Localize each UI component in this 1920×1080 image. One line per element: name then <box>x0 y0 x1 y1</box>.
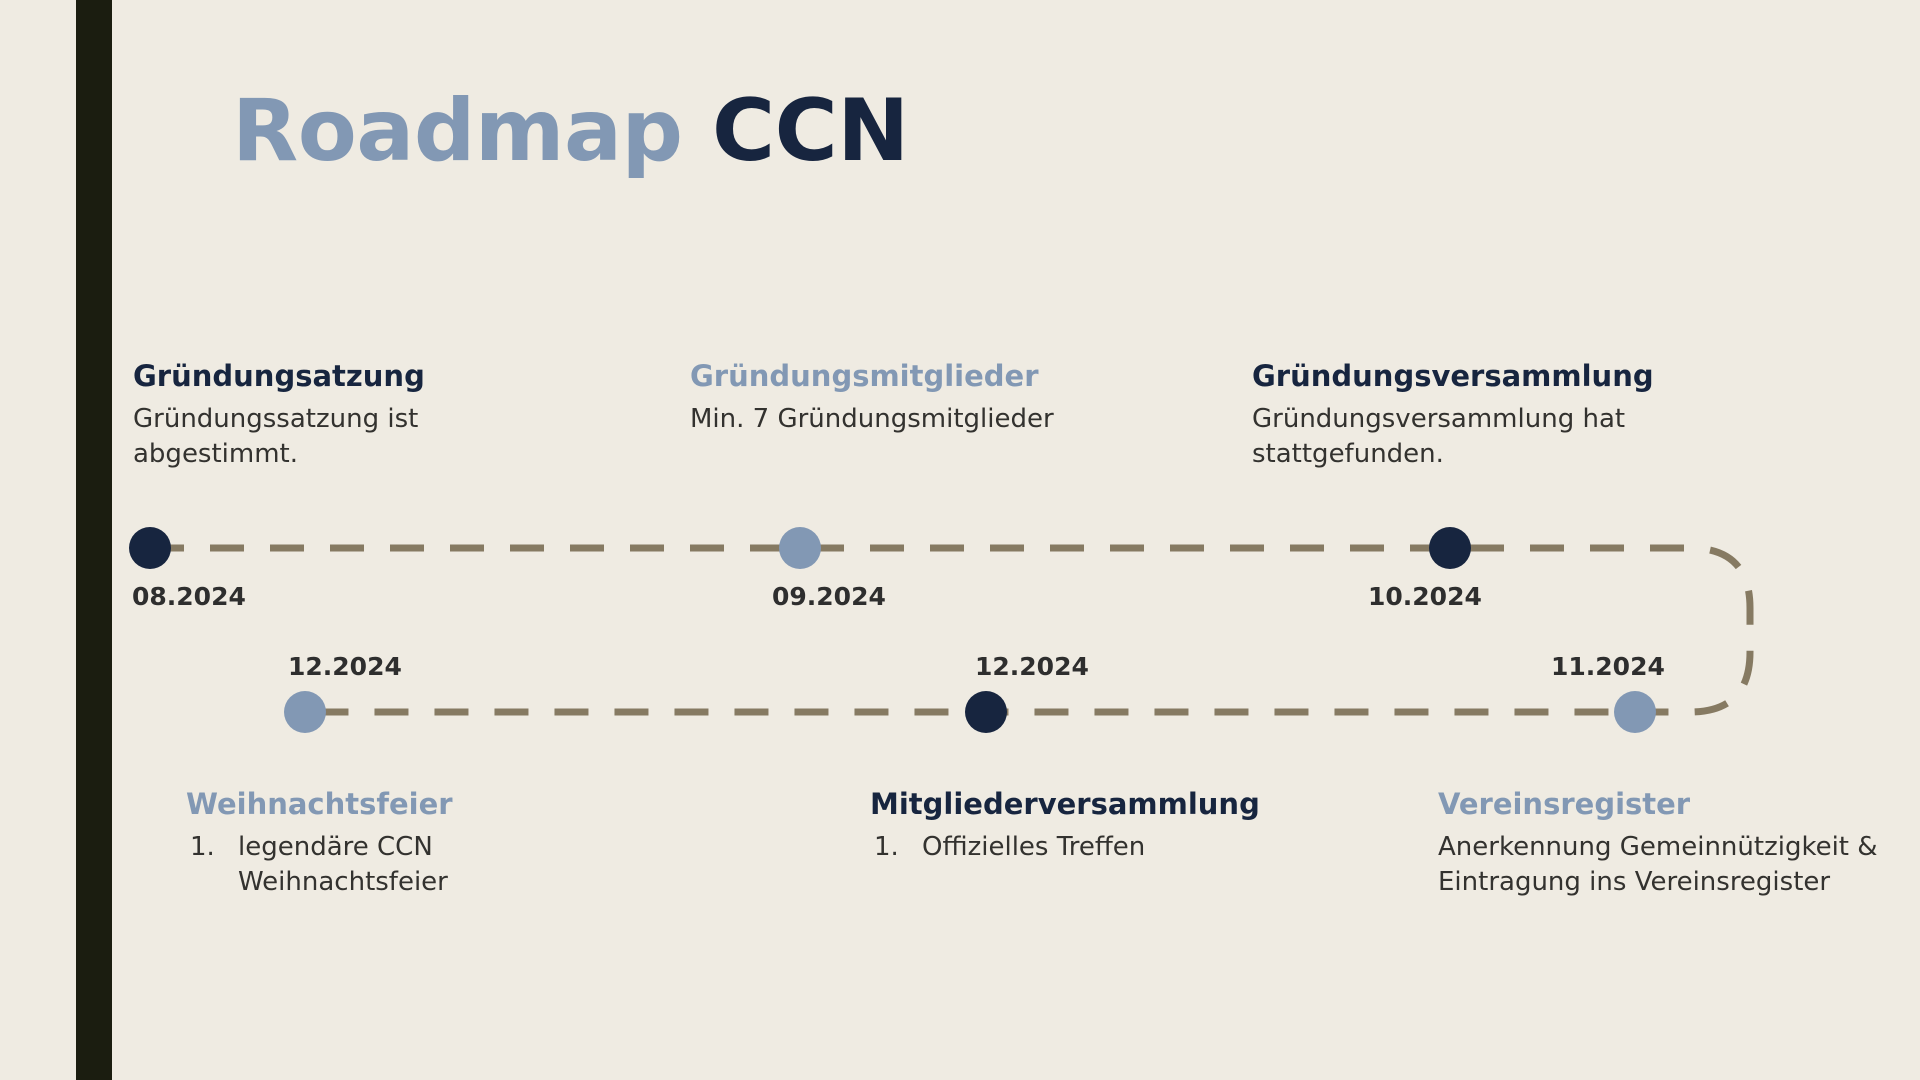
dashed-path <box>150 544 1754 716</box>
milestone-gruendungsatzung: Gründungsatzung Gründungssatzung ist abg… <box>133 359 553 472</box>
list-item-text: legendäre CCN Weihnachtsfeier <box>238 832 448 897</box>
date-label-08-2024: 08.2024 <box>132 582 246 611</box>
milestone-list: 1. Offizielles Treffen <box>870 830 1340 865</box>
milestone-heading: Gründungsatzung <box>133 359 425 393</box>
milestone-body: Gründungsversammlung hat stattgefunden. <box>1252 404 1626 469</box>
milestone-gruendungsversammlung: Gründungsversammlung Gründungsversammlun… <box>1252 359 1752 472</box>
list-item-text: Offizielles Treffen <box>922 832 1146 863</box>
list-item: 1. Offizielles Treffen <box>870 830 1340 865</box>
date-label-10-2024: 10.2024 <box>1368 582 1482 611</box>
date-label-09-2024: 09.2024 <box>772 582 886 611</box>
page-title-light: Roadmap <box>232 81 683 181</box>
date-label-11-2024: 11.2024 <box>1551 652 1665 681</box>
page-title: Roadmap CCN <box>232 88 909 174</box>
milestone-heading: Gründungsversammlung <box>1252 359 1654 393</box>
milestone-mitgliederversammlung: Mitgliederversammlung 1. Offizielles Tre… <box>870 787 1340 865</box>
milestone-list: 1. legendäre CCN Weihnachtsfeier <box>186 830 586 899</box>
milestone-heading: Weihnachtsfeier <box>186 787 453 821</box>
milestone-heading: Mitgliederversammlung <box>870 787 1260 821</box>
date-label-12-2024-weihnachtsfeier: 12.2024 <box>288 652 402 681</box>
milestone-heading: Vereinsregister <box>1438 787 1691 821</box>
timeline-dot-12-2024-mitgliederversammlung[interactable] <box>965 691 1007 733</box>
milestone-body: Gründungssatzung ist abgestimmt. <box>133 404 419 469</box>
list-item-number: 1. <box>874 832 899 863</box>
timeline-dot-12-2024-weihnachtsfeier[interactable] <box>284 691 326 733</box>
milestone-heading: Gründungsmitglieder <box>690 359 1039 393</box>
list-item: 1. legendäre CCN Weihnachtsfeier <box>186 830 586 899</box>
milestone-gruendungsmitglieder: Gründungsmitglieder Min. 7 Gründungsmitg… <box>690 359 1160 437</box>
left-accent-bar <box>76 0 112 1080</box>
date-label-12-2024-mitgliederversammlung: 12.2024 <box>975 652 1089 681</box>
list-item-number: 1. <box>190 832 215 863</box>
timeline-dot-09-2024[interactable] <box>779 527 821 569</box>
timeline-dot-11-2024[interactable] <box>1614 691 1656 733</box>
timeline-dot-08-2024[interactable] <box>129 527 171 569</box>
milestone-body: Anerkennung Gemeinnützigkeit & Eintragun… <box>1438 832 1878 897</box>
milestone-body: Min. 7 Gründungsmitglieder <box>690 404 1054 435</box>
milestone-weihnachtsfeier: Weihnachtsfeier 1. legendäre CCN Weihnac… <box>186 787 586 900</box>
page-title-dark: CCN <box>682 81 909 181</box>
timeline-dot-10-2024[interactable] <box>1429 527 1471 569</box>
milestone-vereinsregister: Vereinsregister Anerkennung Gemeinnützig… <box>1438 787 1918 900</box>
